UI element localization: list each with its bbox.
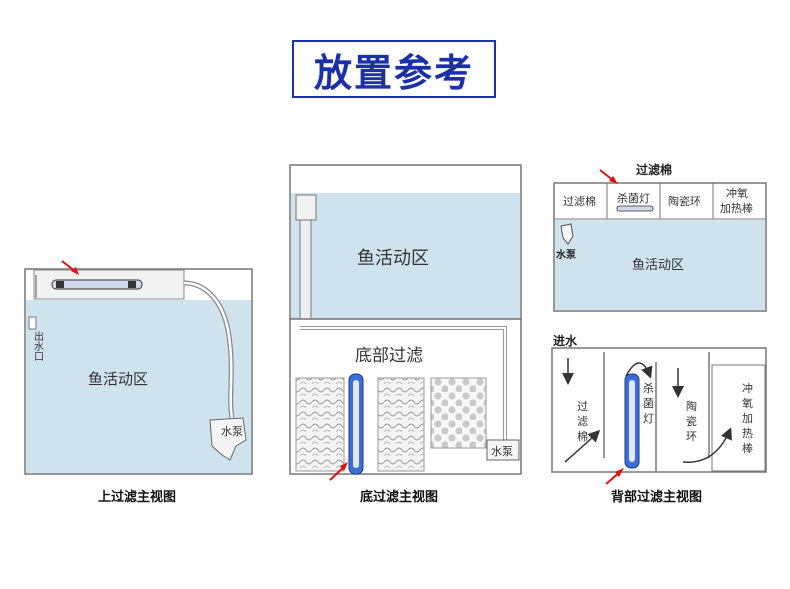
chamber-label-4c: 加 (742, 412, 753, 425)
return-pipe-inner (300, 327, 506, 442)
top-zone-label: 鱼活动区 (88, 370, 148, 388)
chamber-label-4e: 棒 (742, 441, 753, 455)
chamber-label-3b: 瓷 (686, 414, 697, 428)
compartment-label-1: 过滤棉 (563, 194, 596, 208)
chamber-label-3c: 环 (686, 430, 697, 443)
small-pump-icon (560, 223, 574, 245)
red-arrow-head (71, 267, 79, 275)
heater-chamber (711, 364, 766, 472)
back-top-water (555, 220, 765, 310)
title-banner: 放置参考 (292, 40, 496, 98)
chamber-label-1b: 滤 (577, 415, 588, 428)
lamp-cap-left (56, 281, 64, 288)
compartment-label-2: 杀菌灯 (617, 191, 650, 205)
back-zone-label: 鱼活动区 (632, 257, 684, 273)
top-pump-label: 水泵 (221, 425, 243, 438)
bottom-pump-label: 水泵 (491, 445, 513, 458)
chamber-label-1c: 棉 (577, 429, 588, 443)
main-tank-water (291, 193, 520, 318)
back-filter-top-diagram: 过滤棉 过滤棉 杀菌灯 陶瓷环 冲氧 加热棒 水泵 鱼活动区 (553, 162, 767, 312)
media-chamber-3 (430, 377, 487, 449)
red-arrow-head (340, 462, 348, 471)
pump-icon (209, 417, 247, 461)
bottom-filter-caption: 底过滤主视图 (360, 490, 439, 505)
red-arrow-head (615, 468, 624, 477)
back-header-label: 过滤棉 (636, 162, 672, 177)
sump-label: 底部过滤 (355, 346, 423, 366)
compartment-label-4a: 冲氧 (726, 186, 748, 200)
back-filter-front-diagram: 进水 过 滤 棉 杀 菌 灯 陶 瓷 环 冲 氧 加 热 棒 (551, 333, 767, 485)
chamber-label-4a: 冲 (742, 381, 753, 395)
front-uv-lamp-tube (629, 380, 635, 462)
chamber-label-2c: 灯 (643, 412, 654, 425)
media-chamber-1 (295, 377, 345, 472)
back-filter-caption: 背部过滤主视图 (611, 490, 703, 505)
main-zone-label: 鱼活动区 (357, 248, 429, 269)
bottom-pump-icon (486, 439, 520, 461)
outlet-icon (28, 316, 37, 330)
chamber-label-2a: 杀 (643, 381, 654, 395)
chamber-label-4b: 氧 (742, 396, 753, 410)
inlet-label: 进水 (553, 333, 578, 348)
bottom-filter-diagram: 鱼活动区 底部过滤 水泵 (289, 164, 522, 481)
compartment-label-3: 陶瓷环 (668, 194, 701, 208)
flow-arrow-up-2 (682, 427, 732, 463)
top-filter-caption: 上过滤主视图 (98, 490, 177, 505)
chamber-label-3a: 陶 (686, 399, 697, 413)
lamp-cap-right (128, 281, 136, 288)
red-arrow-head (609, 176, 618, 184)
compartment-label-4b: 加热棒 (720, 201, 753, 215)
flow-arrow-up-1 (564, 429, 601, 463)
chamber-label-1a: 过 (577, 400, 588, 413)
back-pump-label: 水泵 (555, 248, 577, 261)
flow-arrow-over (625, 362, 653, 379)
page-title: 放置参考 (313, 50, 474, 95)
top-filter-diagram: 出水口 水泵 鱼活动区 (24, 260, 253, 475)
media-chamber-2 (377, 377, 425, 472)
chamber-label-4d: 热 (742, 427, 753, 440)
uv-lamp-icon (51, 279, 143, 290)
overflow-box (295, 194, 317, 221)
uv-lamp-tube (353, 380, 359, 468)
small-uv-lamp-icon (616, 205, 654, 212)
pump-pipe-inner (183, 281, 234, 419)
outlet-label: 出水口 (32, 330, 44, 361)
chamber-label-2b: 菌 (643, 397, 654, 410)
